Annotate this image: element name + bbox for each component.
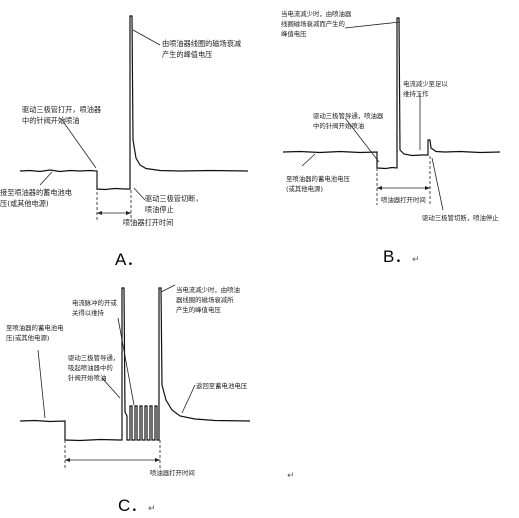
panel-b-peak-label: 当电流减少时，由喷油器 线圈磁场衰减而产生的 峰值电压 <box>281 9 353 38</box>
panel-a-open-label: 驱动三极管打开，喷油器 中的针阀开始喷油 <box>22 105 103 125</box>
panel-c-return-label: 返回至蓄电池电压 <box>196 381 248 390</box>
panel-b-leader-peak <box>344 21 401 29</box>
panel-c-peak-label: 当电流减少时，由喷油 器线圈的磁场衰减所 产生的峰值电压 <box>176 285 242 314</box>
panel-a-open-time-label: 喷油器打开时间 <box>123 218 173 227</box>
panel-c-arrowhead-right <box>155 458 160 462</box>
panel-c-caption: C． <box>118 496 147 515</box>
panel-a-cutoff-label: 驱动三极管切断， 喷油停止 <box>145 194 205 214</box>
panel-a-leader-peak <box>132 29 161 46</box>
panel-b-leader-battery <box>301 153 316 167</box>
panel-c-open-label: 驱动三极管导通， 吸起喷油器中的 针阀开始喷油 <box>68 353 121 382</box>
panel-a-leader-cutoff <box>133 187 146 201</box>
panel-c-open-time-label: 喷油器打开时间 <box>150 468 195 477</box>
panel-c-paragraph-mark: ↵ <box>148 504 156 514</box>
panel-b-open-label: 驱动三极管导通，喷油器 中的针阀开始喷油 <box>313 111 385 130</box>
panel-c-battery-label: 至喷油器的蓄电池电 压(或其他电源) <box>6 323 66 342</box>
panel-c-arrowhead-left <box>65 458 70 462</box>
panel-b-cutoff-label: 驱动三极管切断，喷油停止 <box>422 213 499 222</box>
panel-c-leader-open <box>101 377 121 399</box>
panel-b-arrowhead-left <box>377 186 382 190</box>
panel-a-leader-battery <box>39 171 53 186</box>
panel-b-open-time-label: 喷油器打开时间 <box>381 195 426 204</box>
panel-c-waveform <box>19 287 251 442</box>
panel-c-leader-pulse <box>117 317 135 406</box>
panel-a-battery-label: 接至喷油器的蓄电池电 压(或其他电源) <box>0 188 74 208</box>
panel-b-battery-label: 至喷油器的蓄电池电压 (或其他电源) <box>286 174 352 193</box>
panel-a-waveform <box>19 15 249 191</box>
panel-a: 由喷油器线圈的磁场衰减 产生的峰值电压 驱动三极管打开，喷油器 中的针阀开始喷油… <box>0 15 249 269</box>
panel-b-caption: B． <box>383 247 411 266</box>
panel-b-waveform <box>282 17 501 170</box>
panel-b-paragraph-mark: ↵ <box>412 255 420 265</box>
panel-c-leader-peak <box>160 284 176 293</box>
panel-a-caption: A． <box>115 250 143 269</box>
panel-b-arrowhead-right <box>425 186 430 190</box>
panel-a-peak-label: 由喷油器线圈的磁场衰减 产生的峰值电压 <box>162 39 243 59</box>
panel-b: 当电流减少时，由喷油器 线圈磁场衰减而产生的 峰值电压 电流减少至足以 维持工作… <box>281 9 501 266</box>
panel-b-hold-label: 电流减少至足以 维持工作 <box>403 79 450 98</box>
panel-b-leader-cutoff <box>431 157 444 211</box>
panel-c-leader-return <box>181 384 196 414</box>
panel-b-leader-open <box>344 117 380 163</box>
panel-c-stray-mark: ↵ <box>287 471 295 481</box>
panel-a-leader-open <box>61 119 97 169</box>
panel-a-arrowhead-left <box>97 211 102 215</box>
panel-c-leader-battery <box>37 349 46 419</box>
panel-c-pulse-label: 电流脉冲的开或 关得以维持 <box>72 298 119 317</box>
panel-a-arrowhead-right <box>126 211 131 215</box>
panel-c: 当电流减少时，由喷油 器线圈的磁场衰减所 产生的峰值电压 电流脉冲的开或 关得以… <box>6 284 295 515</box>
